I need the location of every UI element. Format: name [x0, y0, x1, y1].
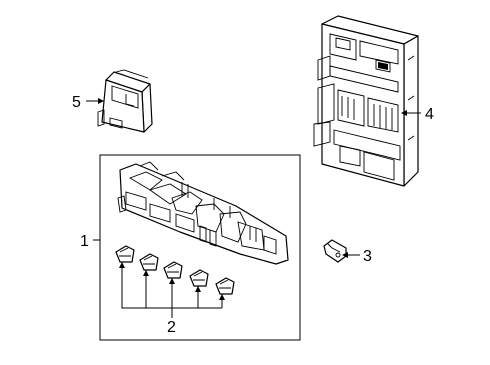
- part-2-fuses: [115, 245, 235, 295]
- part-5-relay: [97, 69, 153, 133]
- callout-4: 4: [425, 106, 434, 123]
- callout-1: 1: [80, 233, 89, 250]
- callout-3: 3: [363, 248, 372, 265]
- callout-5: 5: [72, 94, 81, 111]
- fuse: [189, 269, 209, 287]
- part-4-control-module: [313, 15, 419, 187]
- fuse: [115, 245, 135, 263]
- callout-2: 2: [167, 319, 176, 336]
- part-3-clip: [323, 239, 347, 263]
- part-1-callout-box: [99, 154, 301, 341]
- fuse: [163, 261, 183, 279]
- part-1-fuse-block: [117, 161, 289, 265]
- fuse: [139, 253, 159, 271]
- fuse: [215, 277, 235, 295]
